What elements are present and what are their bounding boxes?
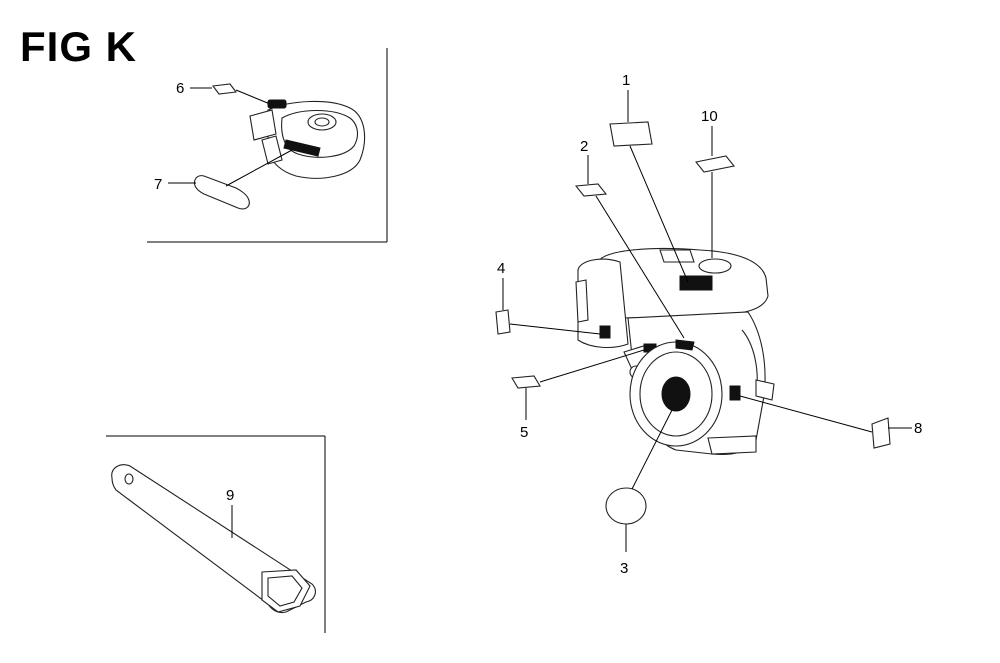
tank-label-dark (679, 275, 713, 291)
leader-2 (595, 195, 685, 339)
block-label-dark (729, 385, 741, 401)
callout-8: 8 (914, 420, 922, 437)
part-4-decal[interactable] (495, 309, 511, 335)
leader-4 (509, 323, 601, 335)
part-2-decal[interactable] (574, 183, 608, 197)
part-10-decal[interactable] (695, 155, 735, 173)
engine-air-cleaner-clip (575, 279, 589, 323)
callout-2: 2 (580, 138, 588, 155)
callout-1: 1 (622, 72, 630, 89)
part-8-decal[interactable] (871, 417, 891, 449)
callout-10: 10 (701, 108, 718, 125)
fuel-cap[interactable] (698, 258, 732, 274)
callout-9: 9 (226, 487, 234, 504)
callout-5: 5 (520, 424, 528, 441)
part-6-decal[interactable] (211, 83, 238, 95)
leader-6 (235, 89, 271, 105)
air-cleaner-housing[interactable] (249, 99, 366, 179)
part-7-decal[interactable] (193, 175, 250, 210)
leader-3 (631, 409, 673, 490)
figure-title: FIG K (20, 23, 137, 70)
callout-3: 3 (620, 560, 628, 577)
engine-assembly (575, 247, 775, 456)
air-cleaner-label-dark (599, 325, 611, 339)
leader-7 (225, 149, 293, 187)
leader-8 (739, 395, 873, 433)
shaft-stub (755, 379, 775, 401)
recoil-starter-emblem (661, 376, 691, 412)
leader-5 (539, 349, 645, 383)
leader-1 (629, 145, 689, 283)
recoil-handle[interactable] (675, 339, 695, 351)
inset-air-cleaner: 6 7 (147, 48, 388, 243)
callout-7: 7 (154, 176, 162, 193)
part-3-emblem[interactable] (605, 487, 647, 525)
engine-air-cleaner[interactable] (577, 258, 629, 349)
callout-6: 6 (176, 80, 184, 97)
part-9-tube-wrench[interactable] (111, 464, 316, 614)
inset-tool: 9 (106, 435, 326, 633)
engine-base (707, 435, 757, 455)
part-1-decal[interactable] (609, 121, 653, 147)
callout-4: 4 (497, 260, 505, 277)
part-5-decal[interactable] (511, 375, 541, 389)
